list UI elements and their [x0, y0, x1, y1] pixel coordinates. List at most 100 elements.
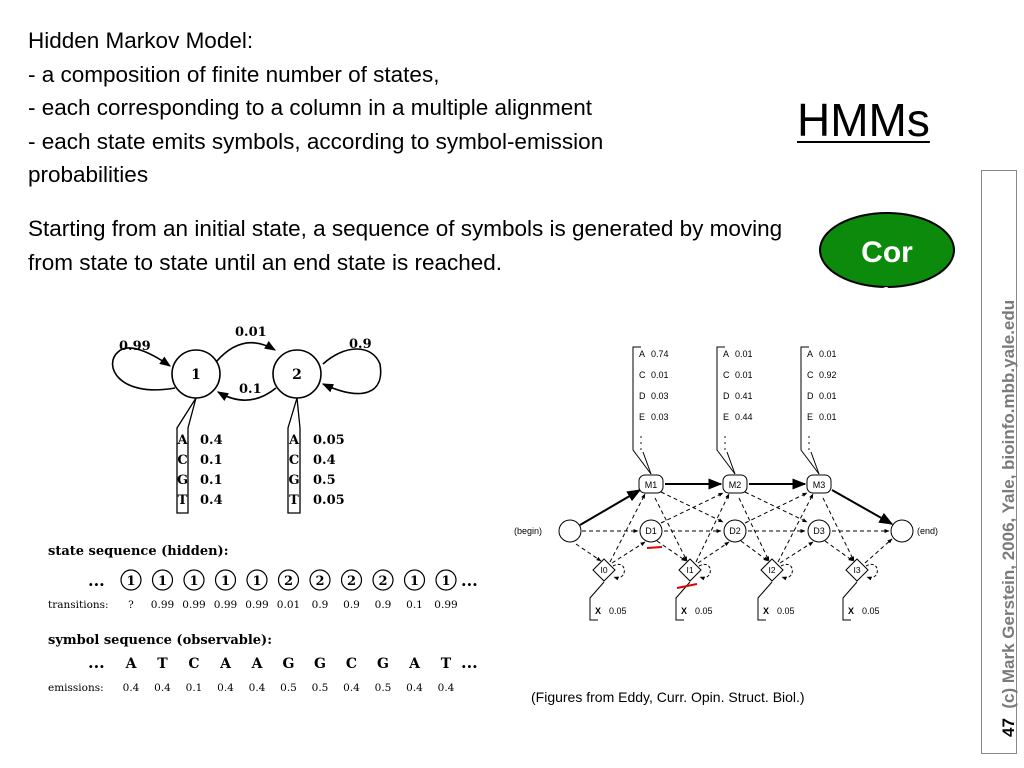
symbol: G	[314, 656, 326, 672]
emission-value: 0.5	[312, 682, 329, 694]
ellipsis-right: ...	[461, 653, 478, 672]
insert-emission-bracket	[842, 581, 858, 621]
match-table-bracket	[632, 346, 652, 475]
transition-arrow	[656, 540, 687, 562]
transition-value: 0.9	[375, 599, 392, 611]
aa-prob: 0.01	[819, 349, 837, 359]
intro-line: - a composition of finite number of stat…	[28, 61, 440, 87]
core-badge[interactable]: Cor	[819, 212, 955, 295]
ellipsis-dot	[808, 442, 810, 444]
transition-arrow	[777, 493, 814, 563]
intro-line: probabilities	[28, 162, 149, 187]
ellipsis-left: ...	[88, 653, 105, 672]
aa-prob: 0.01	[651, 370, 669, 380]
end-label: (end)	[917, 526, 938, 536]
transition-value: 0.01	[277, 599, 300, 611]
intro-text: Hidden Markov Model: - a composition of …	[28, 24, 788, 192]
slide-title: HMMs	[797, 94, 930, 146]
ellipsis-dot	[724, 442, 726, 444]
self-loop-2	[321, 348, 382, 395]
insert-self-loop	[865, 563, 878, 581]
state-seq-node	[277, 569, 300, 591]
aa-prob: 0.01	[819, 391, 837, 401]
ellipsis-dot	[724, 436, 726, 438]
symbol: A	[219, 656, 232, 672]
delete-state-label: D2	[729, 526, 741, 536]
aa-letter: C	[639, 370, 646, 380]
badge-label: Cor	[861, 236, 913, 269]
match-state	[722, 474, 748, 494]
ellipsis-left: ...	[88, 571, 105, 590]
end-state	[890, 519, 914, 543]
match-table-bracket	[642, 451, 652, 475]
insert-state	[845, 558, 869, 582]
insert-aa: X	[848, 606, 854, 616]
insert-state-label: I0	[600, 565, 607, 575]
em1-val-G: 0.1	[200, 473, 223, 488]
emission-value: 0.1	[186, 682, 203, 694]
trans-1-2-prob: 0.01	[235, 325, 267, 340]
insert-state-label: I3	[853, 565, 860, 575]
symbol: C	[188, 656, 199, 672]
state-seq-label: 1	[221, 574, 230, 589]
emission-value: 0.5	[375, 682, 392, 694]
emission-value: 0.5	[280, 682, 297, 694]
em1-val-A: 0.4	[200, 433, 223, 448]
match-state	[638, 474, 664, 494]
match-state-label: M1	[645, 480, 658, 490]
transition-arrow	[654, 497, 688, 562]
insert-self-loop	[612, 563, 625, 581]
state-seq-label: 2	[347, 574, 356, 589]
aa-prob: 0.01	[819, 412, 837, 422]
symbol-seq-heading: symbol sequence (observable):	[48, 633, 272, 648]
insert-prob: 0.05	[609, 606, 627, 616]
state-seq-node	[340, 569, 363, 591]
aa-letter: A	[723, 349, 729, 359]
aa-prob: 0.74	[651, 349, 669, 359]
emission-value: 0.4	[217, 682, 234, 694]
transition-arrow	[740, 540, 769, 562]
aa-prob: 0.01	[735, 349, 753, 359]
aa-letter: A	[639, 349, 645, 359]
delete-state	[807, 519, 831, 543]
transition-value: 0.99	[182, 599, 205, 611]
transition-arrow	[611, 541, 646, 564]
begin-label: (begin)	[514, 526, 542, 536]
intro-line: - each corresponding to a column in a mu…	[28, 95, 593, 120]
transition-arrow	[864, 538, 893, 564]
match-state-label: M2	[729, 480, 742, 490]
em2-val-A: 0.05	[313, 433, 345, 448]
state-seq-node	[183, 569, 205, 591]
aa-letter: D	[807, 391, 814, 401]
symbol: G	[377, 656, 389, 672]
em2-val-C: 0.4	[313, 453, 336, 468]
emission-pointer-2	[287, 397, 301, 514]
two-state-hmm: 1 2 0.99 0.01 0.1 0.9 A C G T 0.4 0.1 0.…	[111, 325, 382, 514]
insert-state	[760, 558, 784, 582]
transition-value: 0.99	[245, 599, 268, 611]
emission-pointer-1	[176, 397, 197, 514]
insert-emission-bracket	[757, 581, 773, 621]
aa-letter: D	[723, 391, 730, 401]
state-1-label: 1	[191, 367, 201, 383]
match-state-label: M3	[813, 480, 826, 490]
state-seq-label: 1	[441, 574, 450, 589]
aa-letter: C	[807, 370, 814, 380]
begin-state	[558, 519, 582, 543]
em1-val-T: 0.4	[200, 493, 223, 508]
ellipsis-dot	[724, 448, 726, 450]
transition-arrow	[779, 541, 814, 564]
match-table-bracket	[800, 346, 820, 475]
delete-state	[639, 519, 663, 543]
figure-caption: (Figures from Eddy, Curr. Opin. Struct. …	[531, 689, 805, 705]
emission-value: 0.4	[123, 682, 140, 694]
state-seq-node	[151, 569, 174, 591]
intro-line: - each state emits symbols, according to…	[28, 128, 604, 154]
match-table-bracket	[726, 451, 736, 475]
state-seq-label: 1	[158, 574, 167, 589]
